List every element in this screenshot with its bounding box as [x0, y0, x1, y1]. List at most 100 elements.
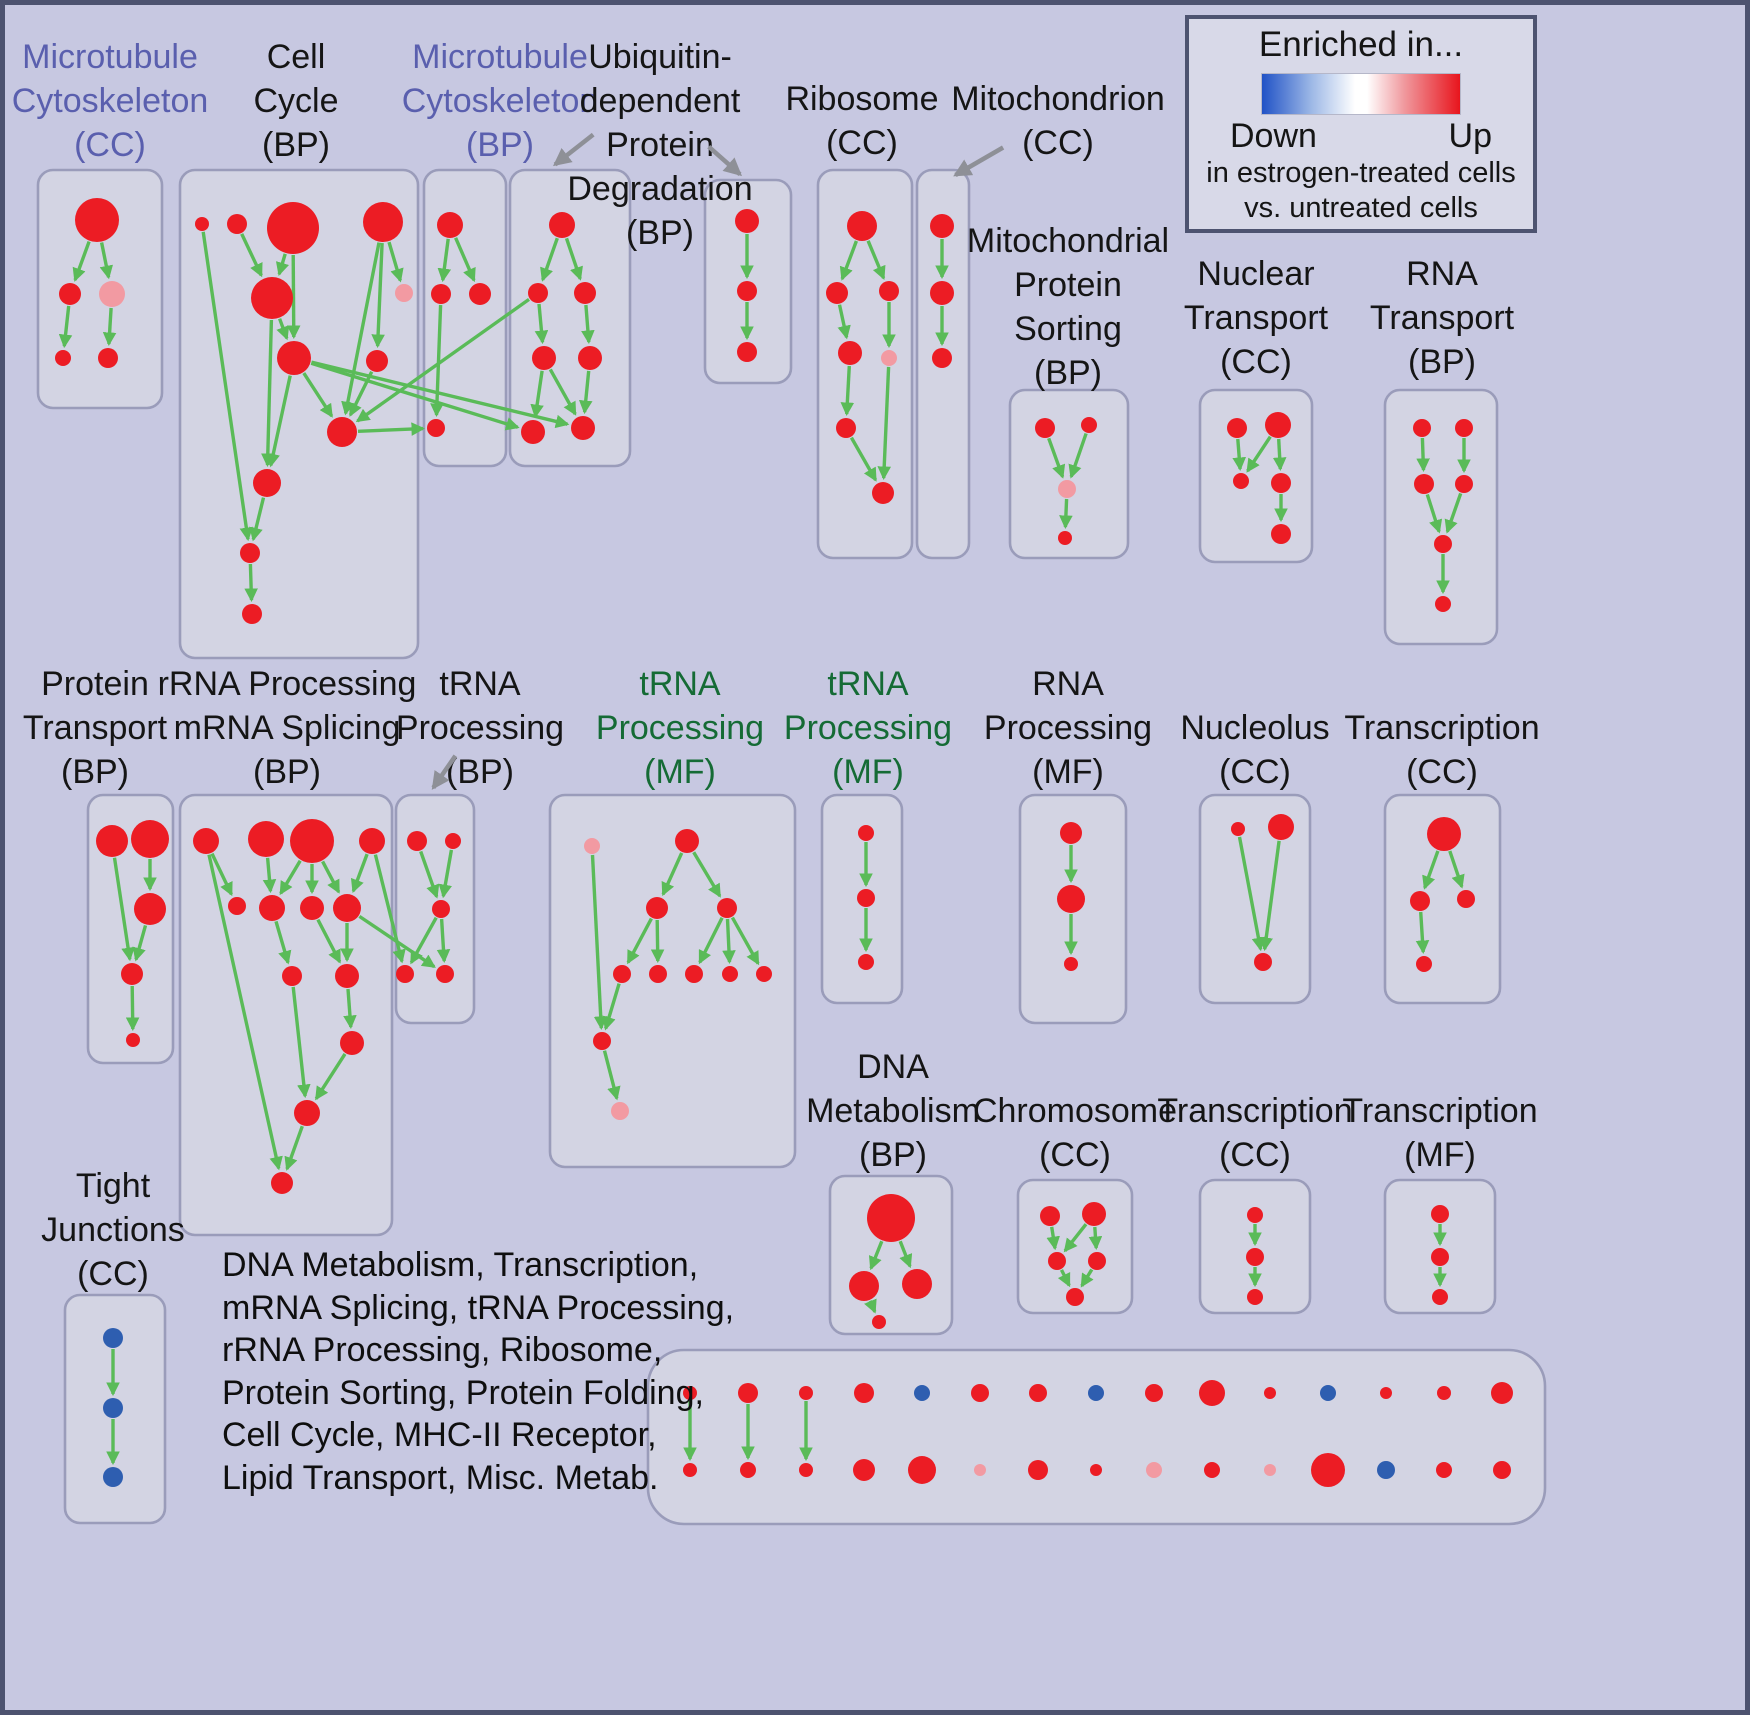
go-term-node — [836, 418, 856, 438]
cross-edge-arrow — [357, 422, 426, 436]
go-term-node — [1231, 822, 1245, 836]
edge-arrow — [692, 851, 722, 898]
go-term-node — [740, 1462, 756, 1478]
legend-down-label: Down — [1230, 117, 1317, 155]
go-term-node — [327, 417, 357, 447]
edge-arrow — [387, 241, 404, 283]
cluster-label-transcription-mf: Transcription(MF) — [1342, 1092, 1537, 1174]
go-term-node — [738, 1383, 758, 1403]
edge-arrow — [1416, 437, 1430, 473]
edge-arrow — [877, 366, 892, 481]
go-term-node — [242, 604, 262, 624]
edge-arrow — [578, 370, 593, 415]
go-term-node — [1268, 814, 1294, 840]
cluster-label-ribosome-cc: Ribosome(CC) — [785, 80, 938, 162]
footnote-line: rRNA Processing, Ribosome, — [222, 1331, 663, 1369]
go-term-node — [593, 1032, 611, 1050]
go-term-node — [1457, 890, 1475, 908]
go-term-node — [521, 420, 545, 444]
go-term-node — [1491, 1382, 1513, 1404]
go-term-node — [1311, 1453, 1345, 1487]
go-term-node — [683, 1386, 697, 1400]
go-term-node — [930, 214, 954, 238]
go-term-node — [1254, 953, 1272, 971]
edge-arrow — [112, 857, 135, 962]
edge-arrow — [548, 368, 577, 416]
edge-arrow — [125, 985, 140, 1032]
edge-arrow — [722, 918, 736, 965]
go-term-node — [1227, 418, 1247, 438]
go-term-node — [1434, 535, 1452, 553]
edge-arrow — [276, 318, 290, 341]
edge-arrow — [436, 918, 451, 964]
cross-edge-arrow — [311, 360, 570, 429]
edge-arrow — [348, 371, 374, 417]
go-term-node — [974, 1464, 986, 1476]
cluster-label-mitochondrion-cc: Mitochondrion(CC) — [951, 80, 1165, 162]
cluster-box-nuclear-transport-cc — [1198, 388, 1314, 564]
edge-arrow — [132, 924, 148, 962]
go-term-node — [396, 965, 414, 983]
edge-arrow — [1232, 438, 1246, 472]
edge-arrow — [868, 1240, 884, 1271]
go-term-node — [1427, 817, 1461, 851]
edge-arrow — [530, 370, 544, 419]
go-term-node — [908, 1456, 936, 1484]
footnote-line: Cell Cycle, MHC-II Receptor, — [222, 1416, 657, 1454]
edge-arrow — [314, 1052, 347, 1101]
edge-arrow — [1246, 435, 1272, 473]
edge-arrow — [430, 304, 444, 418]
edge-arrow — [730, 916, 760, 966]
go-term-node — [578, 346, 602, 370]
edge-arrow — [244, 563, 258, 603]
footnote-line: Lipid Transport, Misc. Metab. — [222, 1458, 659, 1497]
go-term-node — [1410, 891, 1430, 911]
go-term-node — [1035, 418, 1055, 438]
edge-arrow — [581, 304, 595, 345]
edge-arrow — [1080, 1268, 1094, 1288]
edge-arrow — [626, 917, 653, 965]
go-term-node — [737, 342, 757, 362]
go-term-node — [1048, 1252, 1066, 1270]
go-term-node — [1233, 473, 1249, 489]
go-term-node — [1271, 524, 1291, 544]
go-term-node — [227, 214, 247, 234]
go-term-node — [838, 341, 862, 365]
edge-arrow — [72, 241, 91, 282]
legend-title: Enriched in... — [1258, 25, 1464, 64]
cluster-label-chromosome-cc: Chromosome(CC) — [973, 1092, 1177, 1174]
go-term-node — [333, 894, 361, 922]
edge-arrow — [661, 852, 684, 897]
go-term-node — [902, 1269, 932, 1299]
go-term-node — [532, 346, 556, 370]
go-term-node — [259, 895, 285, 921]
go-term-node — [1377, 1461, 1395, 1479]
go-term-node — [195, 217, 209, 231]
go-term-node — [96, 825, 128, 857]
go-term-node — [858, 954, 874, 970]
go-term-node — [294, 1100, 320, 1126]
edge-arrow — [849, 436, 878, 482]
go-term-node — [1435, 596, 1451, 612]
go-term-node — [1455, 419, 1473, 437]
go-term-node — [930, 281, 954, 305]
go-term-node — [1146, 1462, 1162, 1478]
go-term-node — [683, 1463, 697, 1477]
edge-arrow — [1046, 1226, 1060, 1251]
label-pointer-arrow — [431, 754, 458, 790]
footnote-line: mRNA Splicing, tRNA Processing, — [222, 1288, 735, 1327]
edge-arrow — [261, 319, 275, 468]
go-term-node — [914, 1385, 930, 1401]
edge-arrow — [602, 983, 621, 1031]
go-term-node — [1265, 412, 1291, 438]
go-term-node — [1028, 1460, 1048, 1480]
legend-subtitle-line1: in estrogen-treated cells — [1206, 157, 1516, 189]
edge-arrow — [284, 1125, 304, 1171]
edge-arrow — [1237, 836, 1266, 952]
edge-arrow — [240, 233, 263, 278]
